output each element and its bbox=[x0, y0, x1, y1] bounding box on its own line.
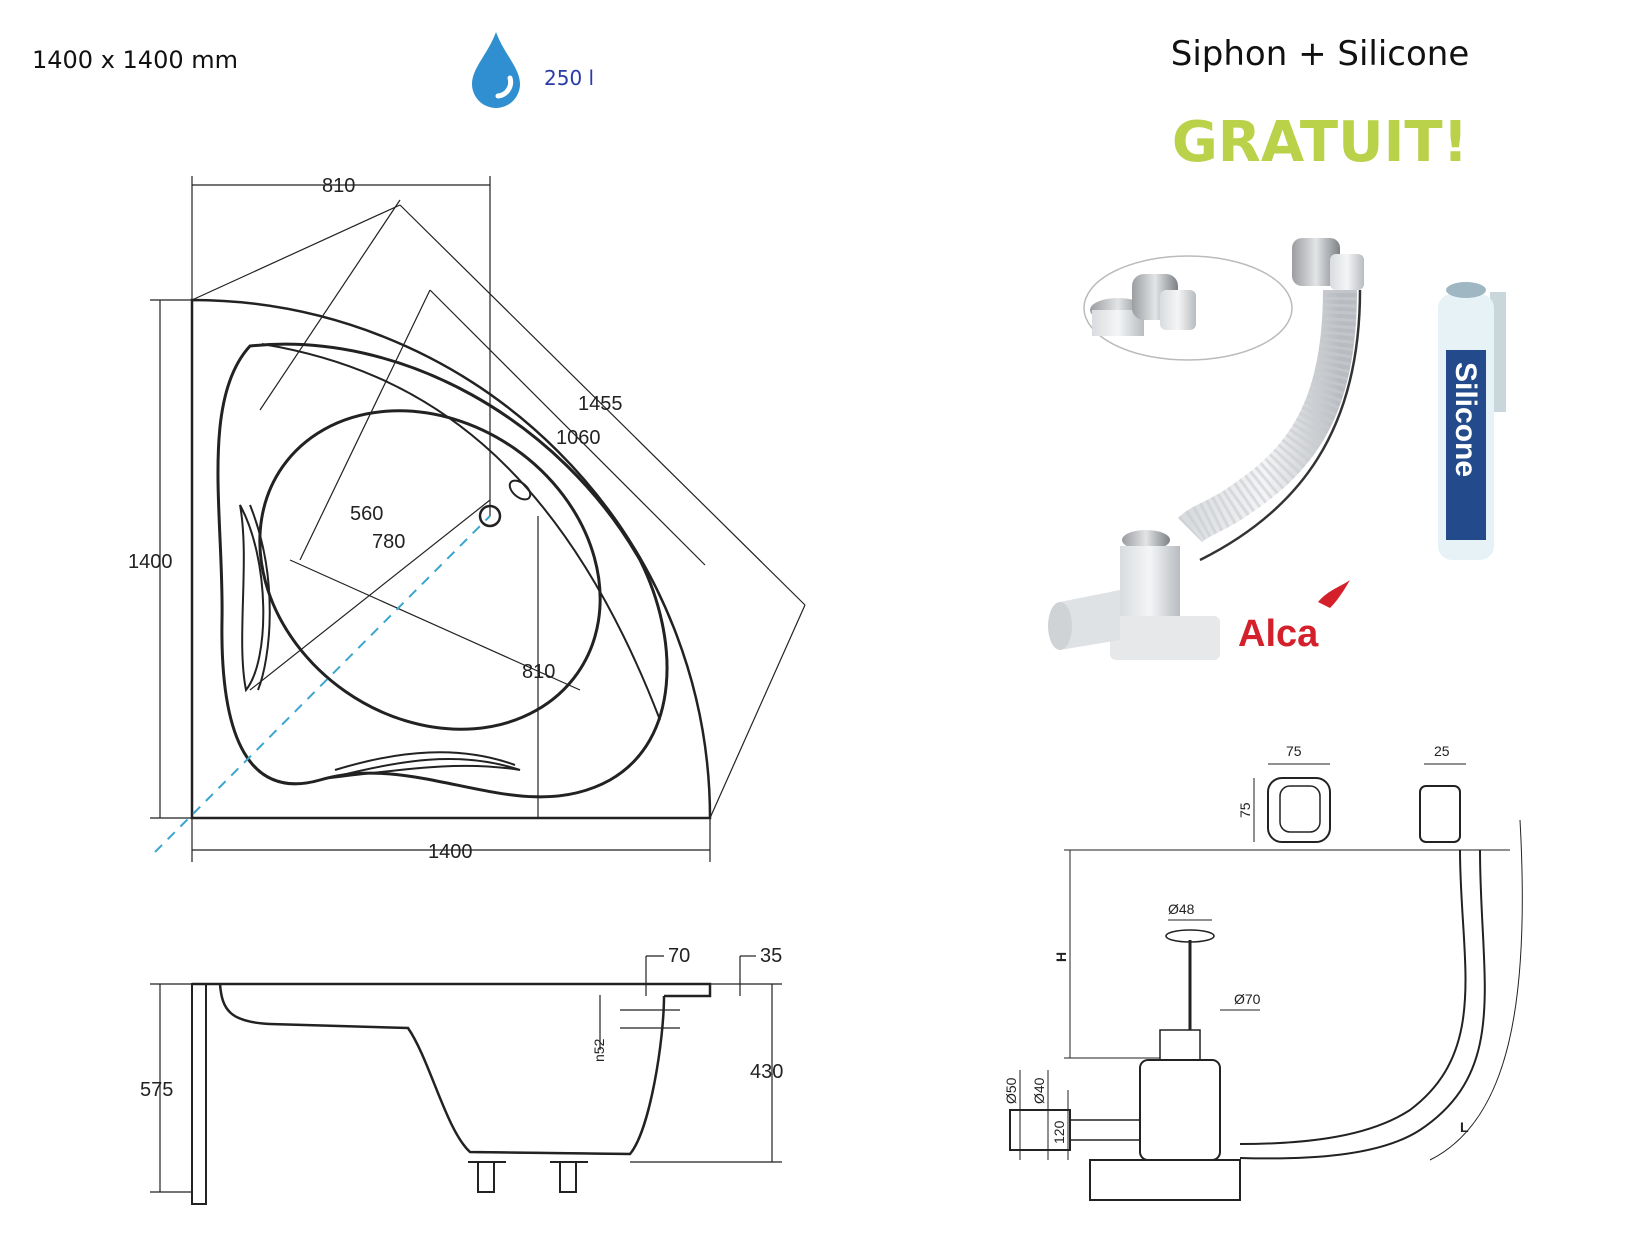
dim-o40: Ø40 bbox=[1031, 1077, 1047, 1104]
bath-size-label: 1400 x 1400 mm bbox=[32, 46, 239, 74]
dim-575: 575 bbox=[140, 1079, 173, 1101]
dim-75-top: 75 bbox=[1286, 743, 1302, 759]
silicone-tube-label: Silicone bbox=[1449, 362, 1482, 477]
promo-free-label: GRATUIT! bbox=[1171, 110, 1469, 175]
silicone-tube-image: Silicone bbox=[1438, 282, 1506, 560]
dim-780: 780 bbox=[372, 531, 405, 553]
dim-560: 560 bbox=[350, 503, 383, 525]
dim-n52: n52 bbox=[591, 1038, 607, 1062]
dim-1400-left: 1400 bbox=[128, 551, 173, 573]
dim-o48: Ø48 bbox=[1168, 901, 1195, 917]
dim-h: H bbox=[1053, 952, 1069, 962]
dim-l: L bbox=[1460, 1119, 1469, 1135]
bath-side-view-drawing: 70 35 575 430 n52 bbox=[140, 945, 783, 1205]
dim-430: 430 bbox=[750, 1061, 783, 1083]
water-drop-icon bbox=[472, 32, 520, 108]
dim-70: 70 bbox=[668, 945, 690, 967]
volume-label: 250 l bbox=[544, 66, 595, 90]
alca-logo: Alca bbox=[1238, 580, 1350, 655]
dim-75-side: 75 bbox=[1237, 802, 1253, 818]
dim-810-vertical: 810 bbox=[522, 661, 555, 683]
promo-title: Siphon + Silicone bbox=[1170, 34, 1470, 74]
dim-1400-bottom: 1400 bbox=[428, 841, 473, 863]
bath-top-view-drawing: 810 1455 1060 560 780 810 1400 1400 bbox=[128, 175, 806, 863]
dim-810-top: 810 bbox=[322, 175, 355, 197]
dim-o50: Ø50 bbox=[1003, 1077, 1019, 1104]
dim-1455: 1455 bbox=[578, 393, 623, 415]
dim-1060: 1060 bbox=[556, 427, 601, 449]
dim-25: 25 bbox=[1434, 743, 1450, 759]
siphon-technical-drawing: 75 25 75 H Ø48 Ø70 Ø50 Ø40 120 L bbox=[1003, 743, 1523, 1201]
siphon-product-photo: Silicone Alca bbox=[1048, 238, 1506, 660]
dim-120: 120 bbox=[1051, 1120, 1067, 1144]
dim-35: 35 bbox=[760, 945, 782, 967]
svg-text:Alca: Alca bbox=[1238, 613, 1319, 655]
dim-o70: Ø70 bbox=[1234, 991, 1261, 1007]
